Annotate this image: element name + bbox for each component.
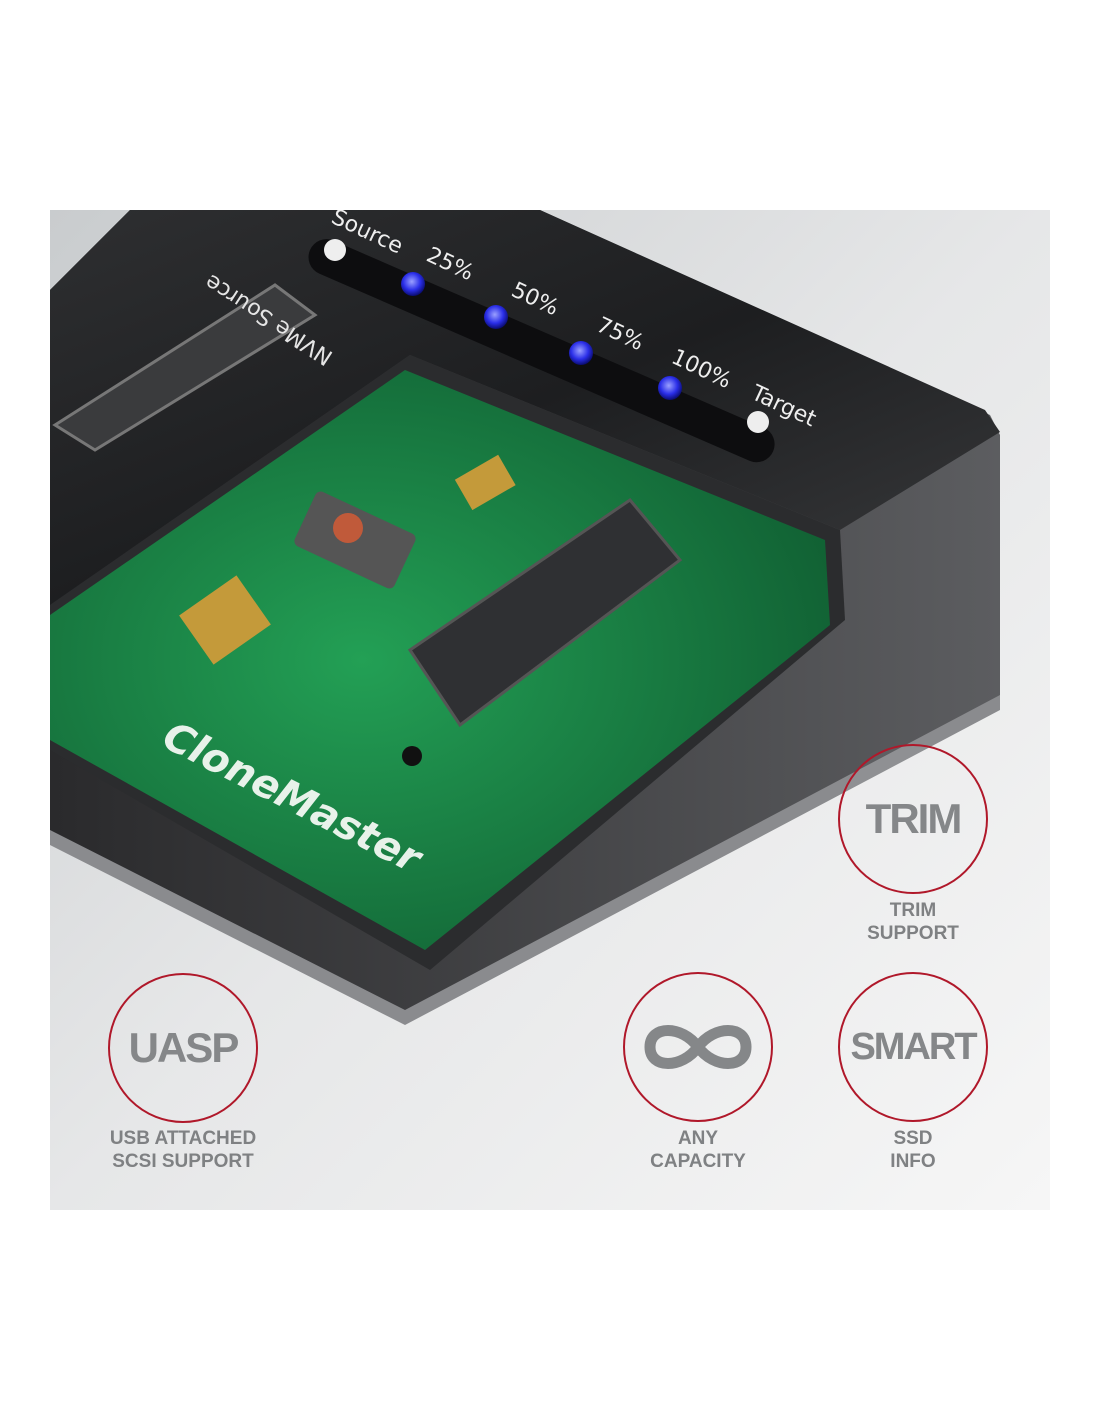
caption-line: ANY xyxy=(677,1128,719,1149)
reset-button-cap xyxy=(333,513,363,543)
target-led xyxy=(747,411,769,433)
caption-line: USB ATTACHED xyxy=(109,1128,257,1149)
m2-target-slot xyxy=(407,497,683,728)
smart-badge: SMART xyxy=(838,972,988,1122)
caption-line: CAPACITY xyxy=(650,1151,746,1172)
smart-badge-text: SMART xyxy=(850,1025,977,1068)
uasp-badge: UASP xyxy=(108,973,258,1123)
infinity-icon xyxy=(644,1025,752,1069)
product-photo: CloneMaster NVMe Source Source 25% 50% 7… xyxy=(50,205,1050,1210)
caption-line: SCSI SUPPORT xyxy=(112,1151,254,1172)
capacity-badge xyxy=(623,972,773,1122)
led-75 xyxy=(569,341,593,365)
caption-line: INFO xyxy=(890,1151,936,1172)
trim-badge-text: TRIM xyxy=(865,795,963,842)
caption-line: SSD xyxy=(893,1128,933,1149)
led-50 xyxy=(484,305,508,329)
caption-line: TRIM xyxy=(889,900,937,921)
screw-hole xyxy=(402,746,422,766)
trim-badge: TRIM xyxy=(838,744,988,894)
caption-line: SUPPORT xyxy=(867,923,959,944)
led-25 xyxy=(401,272,425,296)
gold-pad xyxy=(454,454,516,511)
device-bottom-edge xyxy=(50,695,1000,1025)
source-led xyxy=(324,239,346,261)
led-strip: Source 25% 50% 75% 100% Target xyxy=(308,205,820,463)
gold-pad xyxy=(179,575,271,665)
led-100 xyxy=(658,376,682,400)
m2-source-slot xyxy=(52,283,318,452)
clone-master-device: CloneMaster NVMe Source Source 25% 50% 7… xyxy=(50,205,1050,1210)
uasp-badge-text: UASP xyxy=(128,1024,240,1071)
